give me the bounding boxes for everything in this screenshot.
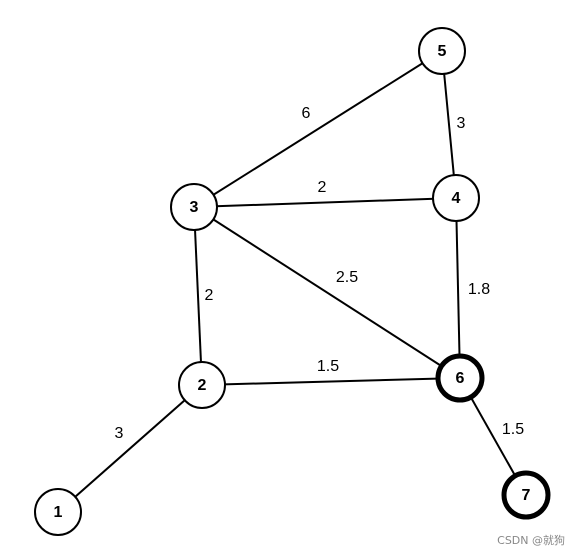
node-7: 7: [501, 470, 551, 520]
node-circle-1: [34, 488, 82, 536]
node-label-3: 3: [190, 199, 199, 216]
edge-weight-label-5-4: 3: [457, 115, 466, 132]
node-2: 2: [178, 361, 226, 409]
node-label-5: 5: [438, 43, 447, 60]
node-4: 4: [432, 174, 480, 222]
edge-2-3: [193, 206, 203, 386]
edge-weight-label-3-5: 6: [302, 105, 311, 122]
edge-1-2: [57, 384, 203, 513]
node-label-4: 4: [452, 190, 461, 207]
node-circle-2: [178, 361, 226, 409]
edge-3-5: [193, 50, 443, 208]
edge-labels-layer: 3 2 1.5 6 2 2.5 3 1.8 1.5: [115, 105, 525, 442]
edge-weight-label-6-7: 1.5: [502, 421, 524, 438]
node-label-2: 2: [198, 377, 207, 394]
node-circle-4: [432, 174, 480, 222]
edge-weight-label-2-6: 1.5: [317, 358, 339, 375]
node-label-6: 6: [456, 370, 465, 387]
nodes-layer: 1 2 3 4 5 6 7: [34, 27, 551, 536]
edge-5-4: [441, 50, 457, 199]
node-3: 3: [170, 183, 218, 231]
node-circle-3: [170, 183, 218, 231]
node-label-7: 7: [522, 487, 531, 504]
edge-weight-label-3-6: 2.5: [336, 269, 358, 286]
edge-weight-label-1-2: 3: [115, 425, 124, 442]
node-1: 1: [34, 488, 82, 536]
edge-weight-label-4-6: 1.8: [468, 281, 490, 298]
node-circle-5: [418, 27, 466, 75]
node-6: 6: [435, 353, 485, 403]
csdn-watermark: CSDN @就狗: [497, 534, 565, 547]
edge-4-6: [455, 197, 461, 379]
edge-weight-label-3-4: 2: [318, 179, 327, 196]
edge-weight-label-2-3: 2: [205, 287, 214, 304]
node-circle-6: [435, 353, 485, 403]
node-label-1: 1: [54, 504, 63, 521]
edges-layer: [57, 50, 527, 513]
node-5: 5: [418, 27, 466, 75]
edge-3-6: [193, 206, 461, 379]
edge-2-6: [201, 377, 461, 386]
node-circle-7: [501, 470, 551, 520]
edge-3-4: [193, 197, 457, 208]
